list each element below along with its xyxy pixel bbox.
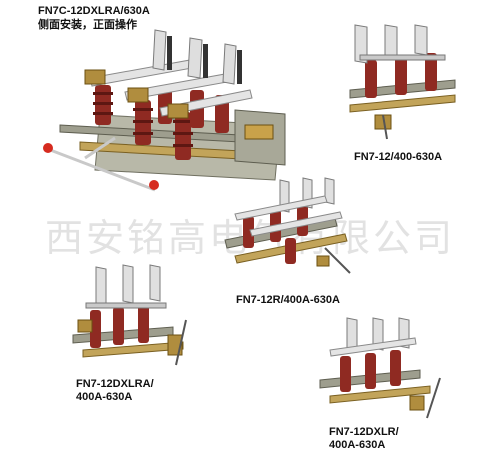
product-model-fn7-12dxlra-line2: 400A-630A <box>76 391 133 403</box>
product-label-fn7-12dxlr: FN7-12DXLR/ 400A-630A <box>329 426 399 452</box>
product-label-fn7-12: FN7-12/400-630A <box>354 151 442 164</box>
product-model-fn7-12: FN7-12/400-630A <box>354 151 443 163</box>
switch-image-fn7-12dxlra <box>68 264 198 375</box>
product-model-fn7-12dxlra-line1: FN7-12DXLRA/ <box>76 378 154 390</box>
product-label-fn7-12r: FN7-12R/400A-630A <box>236 294 340 307</box>
switch-image-fn7-12dxlr <box>315 317 450 419</box>
switch-image-fn7-12 <box>345 24 460 140</box>
product-label-fn7c: FN7C-12DXLRA/630A 侧面安装，正面操作 <box>38 5 150 31</box>
product-model-fn7-12dxlr-line2: 400A-630A <box>329 439 386 451</box>
product-subtitle-fn7c: 侧面安装，正面操作 <box>38 18 137 31</box>
switch-image-fn7-12r <box>224 177 365 278</box>
product-model-fn7-12dxlr-line1: FN7-12DXLR/ <box>329 426 399 438</box>
product-model-fn7c: FN7C-12DXLRA/630A <box>38 5 150 17</box>
switch-image-fn7c <box>40 29 295 192</box>
product-label-fn7-12dxlra: FN7-12DXLRA/ 400A-630A <box>76 378 154 404</box>
product-model-fn7-12r: FN7-12R/400A-630A <box>236 294 340 306</box>
